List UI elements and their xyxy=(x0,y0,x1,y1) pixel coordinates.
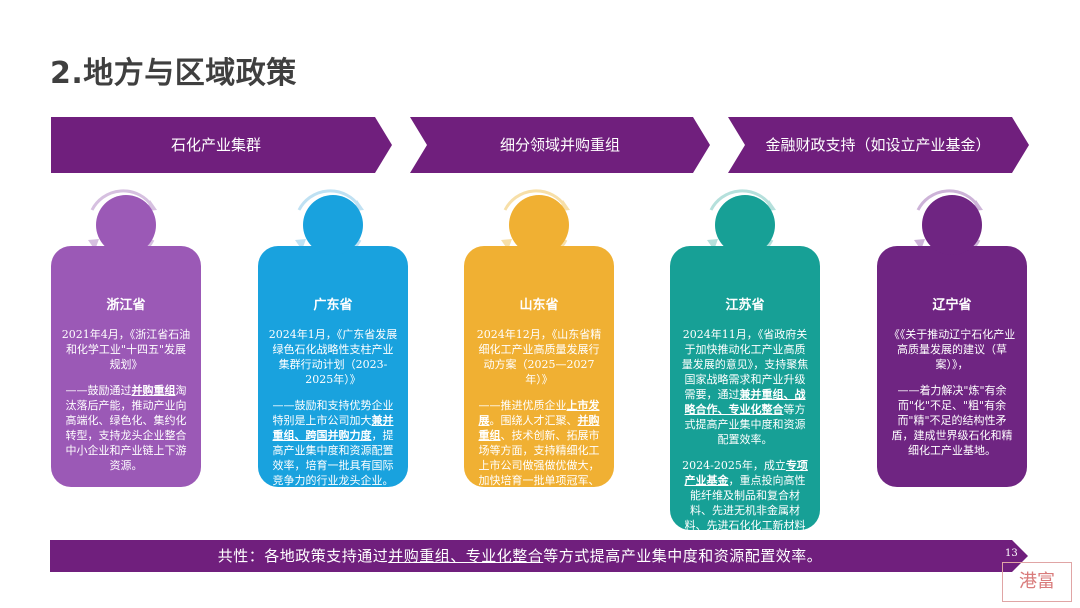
card-title: 江苏省 xyxy=(725,298,765,313)
card-shandong: 山东省 2024年12月，《山东省精细化工产业高质量发展行动方案（2025—20… xyxy=(464,246,614,517)
card-policy: 《《关于推动辽宁石化产业高质量发展的建议（草案）》， xyxy=(888,328,1016,371)
card-policy: 2024年12月，《山东省精细化工产业高质量发展行动方案（2025—2027年）… xyxy=(476,328,602,386)
card-policy: 2024年11月，《省政府关于加快推动化工产业高质量发展的意见》，支持聚焦国家战… xyxy=(681,328,809,446)
card-detail: 2024-2025年，成立专项产业基金，重点投向高性能纤维及制品和复合材料、先进… xyxy=(682,459,808,547)
summary-arrow xyxy=(50,540,1028,572)
summary-text: 共性：各地政策支持通过并购重组、专业化整合等方式提高产业集中度和资源配置效率。 xyxy=(217,547,823,565)
page-number: 13 xyxy=(1005,548,1018,559)
card-jiangsu: 江苏省 2024年11月，《省政府关于加快推动化工产业高质量发展的意见》，支持聚… xyxy=(670,246,820,547)
card-zhejiang: 浙江省 2021年4月，《浙江省石油和化学工业"十四五"发展规划》 ——鼓励通过… xyxy=(51,246,201,487)
card-detail: ——推进优质企业上市发展。围绕人才汇聚、并购重组、技术创新、拓展市场等方面，支持… xyxy=(478,399,600,517)
card-liaoning: 辽宁省 《《关于推动辽宁石化产业高质量发展的建议（草案）》， ——着力解决"炼"… xyxy=(877,246,1027,487)
circle-zhejiang xyxy=(96,195,156,255)
circle-jiangsu xyxy=(715,195,775,255)
arrow-label-3: 金融财政支持（如设立产业基金） xyxy=(765,136,991,154)
brand-logo: 港富 xyxy=(1002,562,1072,602)
card-title: 山东省 xyxy=(519,298,559,313)
circle-guangdong xyxy=(303,195,363,255)
page-title: 2.地方与区域政策 xyxy=(50,56,297,91)
card-detail: ——着力解决"炼"有余而"化"不足、"粗"有余而"精"不足的结构性矛盾，建成世界… xyxy=(891,384,1013,457)
card-detail: ——鼓励和支持优势企业特别是上市公司加大兼并重组、跨国并购力度，提高产业集中度和… xyxy=(272,399,394,487)
arrow-banner-1 xyxy=(51,117,392,173)
card-detail: ——鼓励通过并购重组淘汰落后产能，推动产业向高端化、绿色化、集约化转型，支持龙头… xyxy=(65,384,187,472)
arrow-label-1: 石化产业集群 xyxy=(170,136,261,154)
card-policy: 2024年1月，《广东省发展绿色石化战略性支柱产业集群行动计划（2023-202… xyxy=(268,328,398,386)
arrow-banner-3 xyxy=(728,117,1029,173)
card-title: 辽宁省 xyxy=(932,298,972,313)
card-policy: 2021年4月，《浙江省石油和化学工业"十四五"发展规划》 xyxy=(61,328,191,371)
arrow-banner-2 xyxy=(410,117,710,173)
summary-bar: 共性：各地政策支持通过并购重组、专业化整合等方式提高产业集中度和资源配置效率。 xyxy=(50,540,1028,572)
arrow-label-2: 细分领域并购重组 xyxy=(499,136,620,154)
card-guangdong: 广东省 2024年1月，《广东省发展绿色石化战略性支柱产业集群行动计划（2023… xyxy=(258,246,408,487)
circle-liaoning xyxy=(922,195,982,255)
circle-shandong xyxy=(509,195,569,255)
card-title: 浙江省 xyxy=(106,298,146,313)
card-title: 广东省 xyxy=(313,298,353,313)
